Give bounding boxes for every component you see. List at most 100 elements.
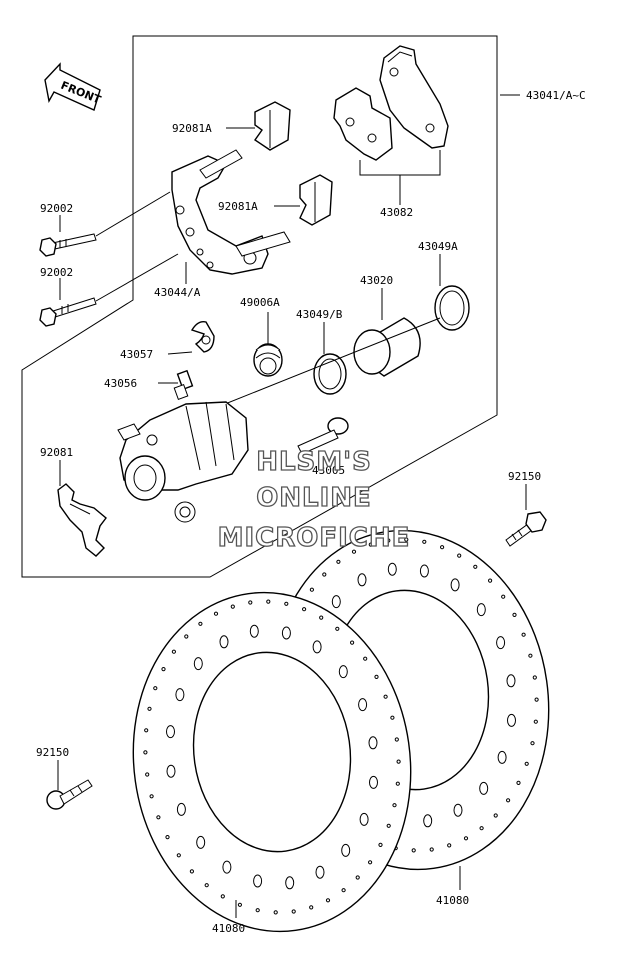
disc-hole <box>312 640 322 654</box>
disc-hole <box>476 603 486 617</box>
disc-hole <box>357 573 367 587</box>
disc-vent-dot <box>213 611 219 616</box>
disc-vent-dot <box>383 694 388 699</box>
disc-vent-dot <box>521 632 526 637</box>
bolt-92002-top <box>39 233 97 257</box>
disc-vent-dot <box>204 883 209 888</box>
disc-hole <box>368 736 378 750</box>
disc-hole <box>496 636 506 650</box>
disc-vent-dot <box>429 847 434 852</box>
piston-seal <box>434 285 470 331</box>
disc-vent-dot <box>325 898 331 903</box>
label-92150-right: 92150 <box>508 470 541 483</box>
disc-hole <box>166 725 175 739</box>
disc-vent-dot <box>302 607 307 612</box>
pad-spring <box>57 483 107 557</box>
disc-vent-dot <box>374 674 379 680</box>
disc-vent-dot <box>309 587 314 592</box>
watermark-line-1: HLSM'S <box>256 447 372 477</box>
disc-vent-dot <box>335 626 340 631</box>
caliper-body <box>117 401 249 523</box>
disc-hole <box>453 803 463 817</box>
disc-vent-dot <box>144 728 149 733</box>
disc-hole <box>423 814 433 828</box>
disc-vent-dot <box>143 750 148 755</box>
label-92081a-top: 92081A <box>172 122 212 135</box>
dust-boot <box>253 343 283 377</box>
disc-hole <box>387 562 397 576</box>
label-43020: 43020 <box>360 274 393 287</box>
label-43005: 43005 <box>312 464 345 477</box>
label-43049a: 43049A <box>418 240 458 253</box>
disc-vent-dot <box>512 612 517 618</box>
disc-hole <box>249 624 259 638</box>
disc-vent-dot <box>149 794 154 799</box>
disc-vent-dot <box>422 539 427 544</box>
watermark-line-2: ONLINE <box>256 483 372 513</box>
brake-pad-set <box>333 45 449 161</box>
disc-vent-dot <box>147 706 152 711</box>
watermark-line-3: MICROFICHE <box>218 523 411 553</box>
disc-vent-dot <box>404 537 409 542</box>
disc-vent-dot <box>457 553 462 558</box>
disc-vent-dot <box>368 860 373 865</box>
disc-vent-dot <box>156 815 161 820</box>
disc-vent-dot <box>447 843 452 848</box>
disc-hole <box>338 665 348 679</box>
disc-vent-dot <box>528 653 533 658</box>
disc-hole <box>331 595 341 609</box>
disc-hole <box>506 674 516 688</box>
disc-vent-dot <box>493 813 498 818</box>
brake-disc-left <box>132 591 412 933</box>
dust-seal <box>313 353 347 395</box>
disc-vent-dot <box>479 826 484 831</box>
label-92002-top: 92002 <box>40 202 73 215</box>
label-43056: 43056 <box>104 377 137 390</box>
disc-hole <box>196 835 206 849</box>
label-92081: 92081 <box>40 446 73 459</box>
disc-vent-dot <box>145 772 150 777</box>
disc-vent-dot <box>386 823 391 828</box>
label-49006a: 49006A <box>240 296 280 309</box>
disc-vent-dot <box>336 559 341 564</box>
disc-vent-dot <box>463 836 469 841</box>
disc-vent-dot <box>319 615 324 620</box>
disc-hole <box>358 698 368 712</box>
disc-vent-dot <box>161 667 166 672</box>
disc-vent-dot <box>355 875 360 880</box>
label-43057: 43057 <box>120 348 153 361</box>
disc-vent-dot <box>501 594 506 599</box>
disc-hole <box>222 860 232 874</box>
disc-vent-dot <box>351 549 357 554</box>
disc-vent-dot <box>284 601 289 606</box>
label-92002-bottom: 92002 <box>40 266 73 279</box>
disc-vent-dot <box>363 656 368 661</box>
disc-vent-dot <box>368 542 373 547</box>
disc-hole <box>369 775 378 789</box>
disc-hole <box>285 876 295 890</box>
disc-vent-dot <box>524 761 529 766</box>
disc-vent-dot <box>411 848 416 853</box>
disc-hole <box>419 564 429 578</box>
bleeder-cap <box>190 320 215 353</box>
caliper-mount-bolt <box>297 417 349 455</box>
disc-hole <box>175 688 185 702</box>
disc-hole <box>359 812 369 826</box>
disc-vent-dot <box>171 649 176 654</box>
disc-vent-dot <box>378 842 383 848</box>
disc-hole <box>219 635 229 649</box>
disc-vent-dot <box>506 798 511 803</box>
disc-vent-dot <box>488 578 493 583</box>
disc-vent-dot <box>309 905 314 910</box>
disc-vent-dot <box>165 835 170 840</box>
disc-vent-dot <box>395 781 400 786</box>
disc-hole <box>193 657 203 671</box>
disc-hole <box>253 874 263 888</box>
disc-hole <box>497 750 507 764</box>
disc-hole <box>315 865 325 879</box>
disc-hole <box>166 764 176 778</box>
disc-vent-dot <box>533 719 538 724</box>
disc-vent-dot <box>322 572 327 577</box>
disc-vent-dot <box>516 780 521 786</box>
